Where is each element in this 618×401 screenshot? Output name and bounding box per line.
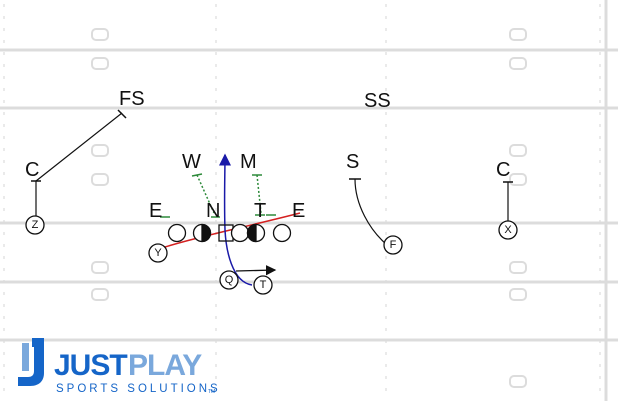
- blocking-line: [164, 212, 301, 248]
- motion-arrow: [235, 265, 277, 276]
- y-label: Y: [154, 247, 162, 259]
- e-left-label: E: [149, 200, 162, 222]
- logo-mark-icon: [18, 338, 44, 386]
- logo-tagline: SPORTS SOLUTIONS: [56, 383, 221, 395]
- s-label: S: [346, 151, 359, 173]
- lineman-circle-1: [167, 223, 187, 243]
- x-label: X: [504, 224, 512, 236]
- lineman-circle-4: [246, 223, 266, 243]
- q-label: Q: [225, 274, 234, 286]
- fs-label: FS: [119, 88, 145, 110]
- ss-label: SS: [364, 90, 391, 112]
- m-label: M: [240, 151, 257, 173]
- lineman-circle-2: [192, 223, 212, 243]
- lineman-circle-5: [272, 223, 292, 243]
- t-label: T: [254, 200, 266, 222]
- justplay-logo: JUST PLAY SPORTS SOLUTIONS TM: [18, 338, 221, 395]
- safety-route: [354, 178, 387, 245]
- e-right-label: E: [292, 200, 305, 222]
- offense-players: [25, 215, 518, 295]
- fs-drop-line: [35, 112, 123, 182]
- f-label: F: [390, 239, 397, 251]
- tb-label: T: [260, 279, 267, 291]
- lineman-circle-3: [230, 223, 250, 243]
- z-label: Z: [32, 219, 39, 231]
- w-label: W: [182, 151, 201, 173]
- c-right-label: C: [496, 159, 510, 181]
- n-label: N: [206, 200, 220, 222]
- qb-route: [218, 153, 253, 286]
- defensive-line: [167, 223, 292, 243]
- logo-tm: TM: [208, 389, 215, 395]
- logo-word-just: JUST: [54, 349, 127, 382]
- assignment-lines: [31, 109, 513, 286]
- w-drop-line: [196, 174, 215, 214]
- c-left-label: C: [25, 159, 39, 181]
- logo-word-play: PLAY: [128, 349, 202, 382]
